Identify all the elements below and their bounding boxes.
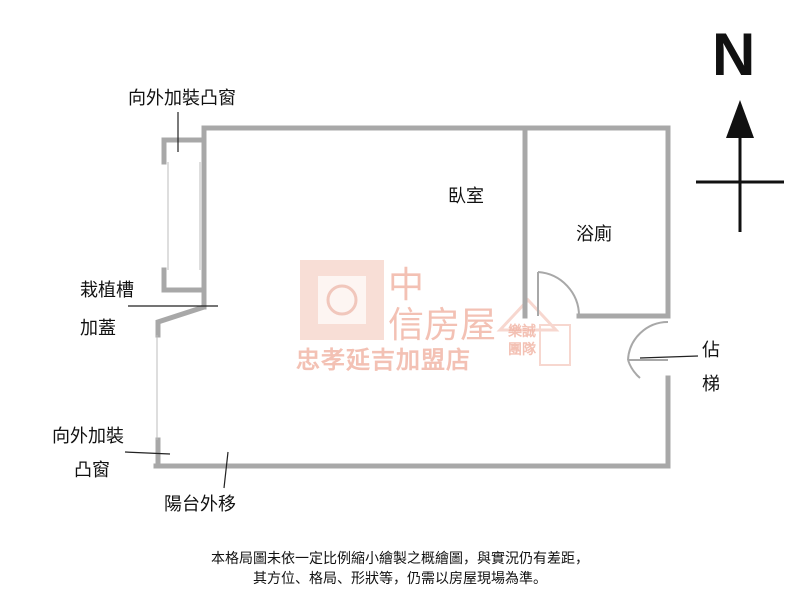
planter-cover-label: 加蓋 bbox=[80, 318, 116, 339]
stair-label-2: 梯 bbox=[702, 374, 720, 395]
watermark-logo bbox=[300, 260, 571, 366]
watermark-side-2: 團隊 bbox=[508, 342, 536, 358]
watermark-text-1: 中 bbox=[388, 265, 425, 306]
disclaimer-line-1: 本格局圖未依一定比例縮小繪製之概繪圖，與實況仍有差距， bbox=[211, 551, 589, 567]
leader-lines bbox=[124, 112, 699, 489]
bathroom-door bbox=[537, 271, 581, 317]
disclaimer-line-2: 其方位、格局、形狀等，仍需以房屋現場為準。 bbox=[253, 571, 547, 587]
planter-outline bbox=[155, 287, 207, 338]
watermark-text-3: 忠孝延吉加盟店 bbox=[296, 346, 471, 374]
bay-window-bottom-label-2: 凸窗 bbox=[74, 460, 110, 481]
stair-label-1: 佔 bbox=[702, 340, 720, 361]
north-indicator: N bbox=[712, 21, 756, 88]
compass bbox=[696, 100, 784, 232]
window-lines bbox=[156, 162, 201, 440]
watermark-side-1: 樂誠 bbox=[508, 324, 536, 340]
bay-window-bottom-label-1: 向外加裝 bbox=[52, 426, 124, 447]
bedroom-label: 臥室 bbox=[448, 186, 484, 207]
bathroom-label: 浴廁 bbox=[576, 224, 612, 245]
watermark-text-2: 信房屋 bbox=[388, 305, 497, 346]
balcony-label: 陽台外移 bbox=[164, 494, 236, 515]
bay-window-top-label: 向外加裝凸窗 bbox=[128, 88, 236, 109]
main-outer-wall bbox=[201, 125, 671, 319]
planter-label: 栽植槽 bbox=[80, 280, 134, 301]
stair-door bbox=[627, 320, 669, 379]
walls bbox=[153, 125, 671, 469]
east-lower-wall bbox=[153, 375, 671, 469]
